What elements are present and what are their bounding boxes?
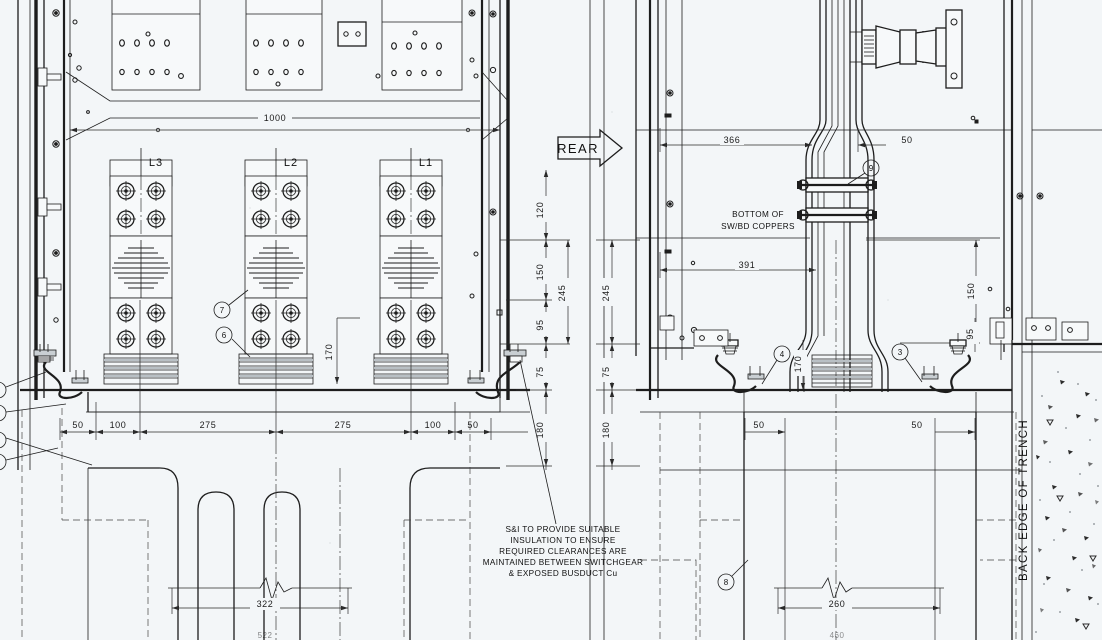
- phase-label-L3: L3: [149, 157, 163, 169]
- riser-clamp-lower: [797, 207, 877, 223]
- busbar-lamination-L3: [103, 353, 179, 385]
- insulator-right: [949, 333, 967, 355]
- dim-170-right-label: 170: [793, 356, 803, 373]
- bushing-insulator-assembly: [850, 9, 963, 89]
- busbar-lamination-riser: [811, 354, 873, 388]
- phase-assembly-L3: L3: [103, 148, 179, 385]
- dim-95-right-label: 95: [965, 328, 975, 339]
- dim-1000-label: 1000: [264, 113, 286, 123]
- dim-chain-v-95: 95: [535, 319, 545, 330]
- insulation-note-block: S&I TO PROVIDE SUITABLE INSULATION TO EN…: [483, 359, 644, 578]
- bottom-coppers-line-1: BOTTOM OF: [732, 210, 784, 219]
- dim-170-left-label: 170: [324, 344, 334, 361]
- dim-chain-h-1: 100: [110, 420, 127, 430]
- dim-chain-horizontal-left: 50 100 275 275 100 50: [59, 300, 528, 440]
- balloon-3: 3: [891, 343, 923, 383]
- dim-260: 260 460: [774, 576, 944, 640]
- dim-366-50: 366 50: [659, 128, 916, 152]
- dim-top-overall: 1000: [70, 110, 500, 133]
- phase-label-L2: L2: [284, 157, 298, 169]
- dim-150-right: 150: [866, 239, 980, 344]
- dim-50-right-lower-1: 50: [753, 420, 764, 430]
- dim-chain-v-120: 120: [535, 202, 545, 219]
- svg-text:460: 460: [830, 631, 845, 640]
- dim-366-label: 366: [724, 135, 741, 145]
- balloon-7: 7: [213, 289, 249, 319]
- insulation-note-line-3: REQUIRED CLEARANCES ARE: [499, 547, 627, 556]
- dim-chain-h-0: 50: [72, 420, 83, 430]
- balloon-4-number: 4: [780, 350, 785, 359]
- top-cubicle-panels: [111, 0, 463, 91]
- left-switchboard-elevation: 1000 L3: [0, 0, 571, 640]
- concrete-hatch-region: [1035, 371, 1099, 633]
- left-frame-holes: [52, 9, 90, 323]
- dim-391: 391: [659, 252, 816, 278]
- right-busduct-elevation: 9 366 50 BOTTOM OF SW/BD COPPERS: [589, 0, 1102, 640]
- dim-chain-h-2: 275: [200, 420, 217, 430]
- left-leader-lines: [0, 371, 93, 471]
- dim-391-label: 391: [739, 260, 756, 270]
- svg-text:522: 522: [258, 631, 273, 640]
- dim-chain-h-3: 275: [335, 420, 352, 430]
- svg-text:BACK EDGE OF TRENCH: BACK EDGE OF TRENCH: [1018, 419, 1030, 581]
- support-hook-right: [467, 344, 527, 400]
- left-frame-bracket-group: [37, 67, 62, 297]
- plinth-base-right: [636, 388, 1014, 413]
- insulation-note-line-5: & EXPOSED BUSDUCT Cu: [509, 569, 618, 578]
- panel-bolt-holes: [119, 30, 442, 87]
- insulation-note-line-2: INSULATION TO ENSURE: [510, 536, 615, 545]
- phase-assembly-L1: L1: [373, 148, 449, 385]
- insulation-note-line-1: S&I TO PROVIDE SUITABLE: [506, 525, 621, 534]
- dim-260-label: 260: [829, 599, 846, 609]
- busduct-riser: [789, 0, 889, 640]
- dim-chain-v-150: 150: [535, 264, 545, 281]
- riser-clamp-upper: [797, 177, 877, 193]
- balloon-8: 8: [717, 559, 749, 591]
- paper-noise: [159, 111, 889, 611]
- dim-50-right-upper-label: 50: [901, 135, 912, 145]
- phase-label-L1: L1: [419, 157, 433, 169]
- dim-322: 322 522: [168, 576, 352, 640]
- insulator-left: [721, 333, 739, 355]
- dim-150-right-label: 150: [966, 283, 976, 300]
- dim-180-right-label: 180: [601, 422, 611, 439]
- dim-50-right-lower-2: 50: [911, 420, 922, 430]
- rear-arrow-label: REAR: [557, 141, 599, 156]
- dim-chain-v-75: 75: [535, 366, 545, 377]
- balloon-3-number: 3: [898, 348, 903, 357]
- dim-322-label: 322: [257, 599, 274, 609]
- dim-chain-h-4: 100: [425, 420, 442, 430]
- floor-trench-right: [640, 412, 1022, 640]
- support-hook-left: [33, 344, 89, 400]
- balloon-6-number: 6: [222, 331, 227, 340]
- dim-245-right-label: 245: [601, 285, 611, 302]
- dim-chain-h-5: 50: [467, 420, 478, 430]
- balloon-9: 9: [847, 159, 880, 185]
- plinth-base-left: [20, 388, 530, 413]
- dim-chain-vertical-right: 245 75 180: [596, 239, 640, 470]
- dim-170-left: 170: [324, 317, 360, 384]
- balloon-4: 4: [761, 345, 791, 385]
- bottom-of-coppers-note: BOTTOM OF SW/BD COPPERS: [721, 210, 795, 231]
- balloon-8-number: 8: [724, 578, 729, 587]
- dim-chain-v-180: 180: [535, 422, 545, 439]
- right-base-brackets: [650, 315, 1102, 353]
- dim-75-right-label: 75: [601, 366, 611, 377]
- bottom-coppers-line-2: SW/BD COPPERS: [721, 222, 795, 231]
- dim-chain-v-245: 245: [557, 285, 567, 302]
- balloon-6: 6: [215, 326, 251, 358]
- insulation-note-line-4: MAINTAINED BETWEEN SWITCHGEAR: [483, 558, 644, 567]
- right-plinth-detail: [1000, 340, 1013, 640]
- dim-50-50-right-lower: 50 50: [744, 418, 976, 640]
- balloon-7-number: 7: [220, 306, 225, 315]
- dim-170-95-right: 170 95: [793, 318, 979, 390]
- back-edge-of-trench-label: BACK EDGE OF TRENCH: [1018, 419, 1030, 581]
- rear-view-marker: REAR: [557, 128, 624, 168]
- dim-chain-vertical-left: 120 150 95 75 180 245: [500, 170, 571, 470]
- balloon-9-number: 9: [869, 164, 874, 173]
